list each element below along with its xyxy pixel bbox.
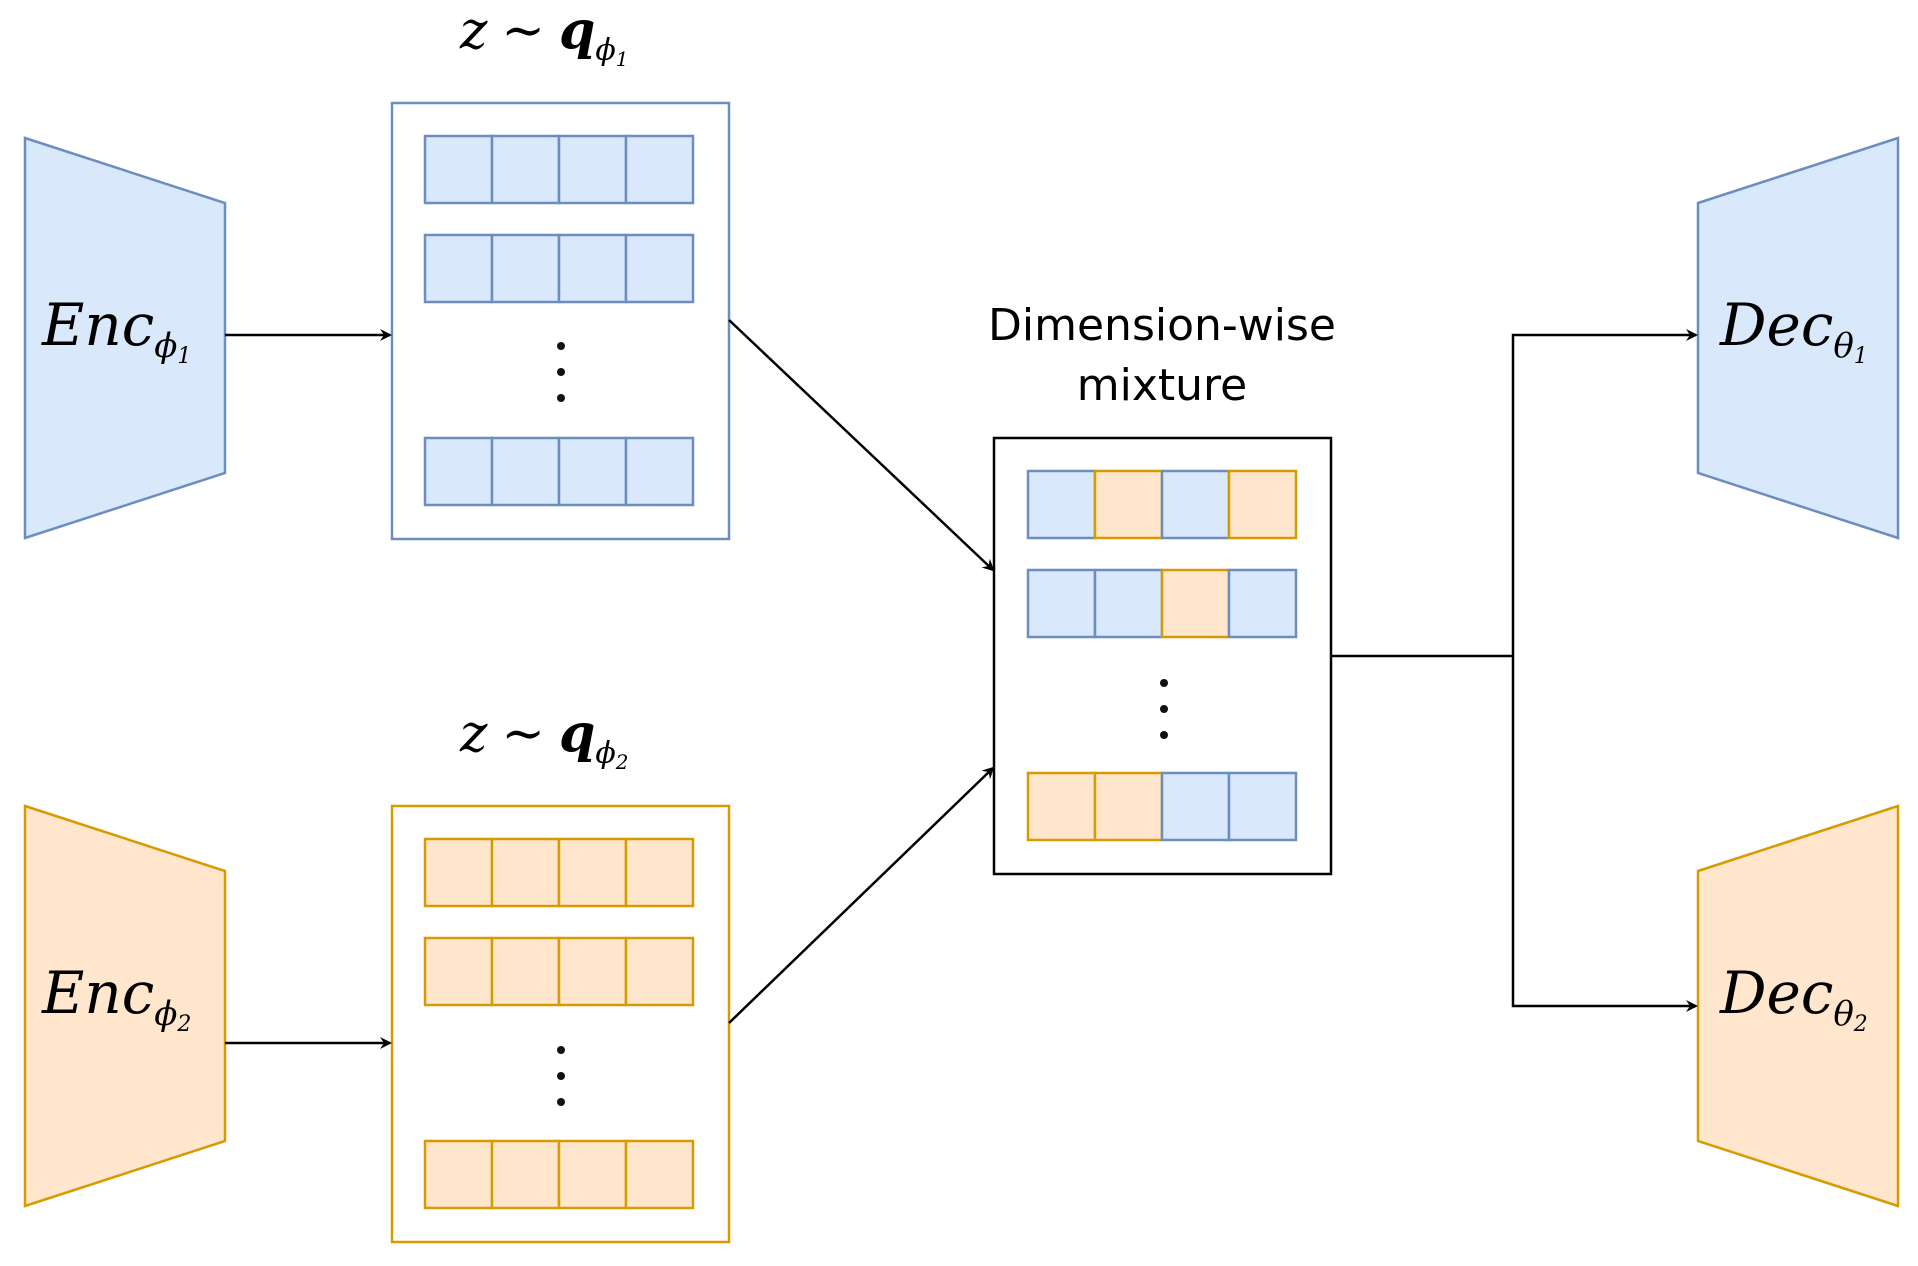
latent-2-cell-0-0 — [423, 837, 494, 908]
encoder-1: Encϕ1 — [23, 136, 227, 540]
latent-1-ellipsis — [557, 342, 565, 402]
decoder-2: Decθ2 — [1696, 804, 1900, 1208]
latent-2-cell-1-3 — [624, 936, 695, 1007]
encoder-2-trapezoid — [23, 804, 227, 1208]
latent-2-cell-1-2 — [557, 936, 628, 1007]
mixture-cell-2-1 — [1093, 771, 1164, 842]
latent-2-cell-0-2 — [557, 837, 628, 908]
latent-1-cell-0-3 — [624, 134, 695, 205]
latent-1-cell-2-1 — [490, 436, 561, 507]
mixture-cell-2-2 — [1160, 771, 1231, 842]
latent-2-ellipsis — [557, 1046, 565, 1106]
latent-2-cell-1-0 — [423, 936, 494, 1007]
latent-1-cell-1-3 — [624, 233, 695, 304]
mixture-cell-2-3 — [1227, 771, 1298, 842]
mixture-cell-1-0 — [1026, 568, 1097, 639]
latent-1-cell-1-1 — [490, 233, 561, 304]
mixture-cell-0-1 — [1093, 469, 1164, 540]
latent-1-cell-1-0 — [423, 233, 494, 304]
encoder-2-label: Encϕ2 — [41, 959, 191, 1037]
mixture-rows — [1026, 469, 1298, 842]
decoder-1-label: Decθ1 — [1719, 291, 1868, 369]
latent-2-cell-2-3 — [624, 1139, 695, 1210]
latent-1-rows — [423, 134, 695, 507]
decoder-1: Decθ1 — [1696, 136, 1900, 540]
connectors — [225, 319, 1698, 1049]
latent-1-cell-0-1 — [490, 134, 561, 205]
latent-2-cell-2-0 — [423, 1139, 494, 1210]
decoder-1-trapezoid — [1696, 136, 1900, 540]
decoder-2-trapezoid — [1696, 804, 1900, 1208]
mixture-box — [992, 436, 1333, 876]
arrow-mixture-to-dec1 — [1511, 329, 1698, 656]
latent-2-cell-2-1 — [490, 1139, 561, 1210]
mixture-cell-1-2 — [1160, 568, 1231, 639]
latent-1-box — [390, 101, 731, 541]
mixture-title-line2: mixture — [1077, 360, 1247, 411]
latent-2-box — [390, 804, 731, 1244]
encoder-1-trapezoid — [23, 136, 227, 540]
latent-1-cell-2-0 — [423, 436, 494, 507]
latent-2-cell-1-1 — [490, 936, 561, 1007]
mixture-cell-1-3 — [1227, 568, 1298, 639]
latent-1-label: z∼qϕ1 — [459, 0, 629, 71]
mixture-cell-0-3 — [1227, 469, 1298, 540]
arrow-mixture-to-dec2 — [1511, 656, 1698, 1012]
arrow-latent1-to-mixture — [728, 319, 995, 572]
latent-2-label: z∼qϕ2 — [459, 703, 629, 774]
latent-1-cell-2-2 — [557, 436, 628, 507]
decoder-2-label: Decθ2 — [1719, 959, 1868, 1037]
mixture-title-line1: Dimension-wise — [988, 300, 1336, 351]
encoder-2: Encϕ2 — [23, 804, 227, 1208]
latent-2-rows — [423, 837, 695, 1210]
latent-2-cell-0-1 — [490, 837, 561, 908]
latent-2-cell-0-3 — [624, 837, 695, 908]
encoder-1-label: Encϕ1 — [41, 291, 191, 369]
latent-1-cell-0-2 — [557, 134, 628, 205]
mixture-cell-1-1 — [1093, 568, 1164, 639]
mixture-cell-2-0 — [1026, 771, 1097, 842]
mixture-ellipsis — [1160, 679, 1168, 739]
mixture-cell-0-0 — [1026, 469, 1097, 540]
latent-1-cell-1-2 — [557, 233, 628, 304]
latent-1-cell-0-0 — [423, 134, 494, 205]
latent-1-cell-2-3 — [624, 436, 695, 507]
arrow-latent2-to-mixture — [728, 766, 995, 1024]
latent-2-cell-2-2 — [557, 1139, 628, 1210]
mixture-cell-0-2 — [1160, 469, 1231, 540]
